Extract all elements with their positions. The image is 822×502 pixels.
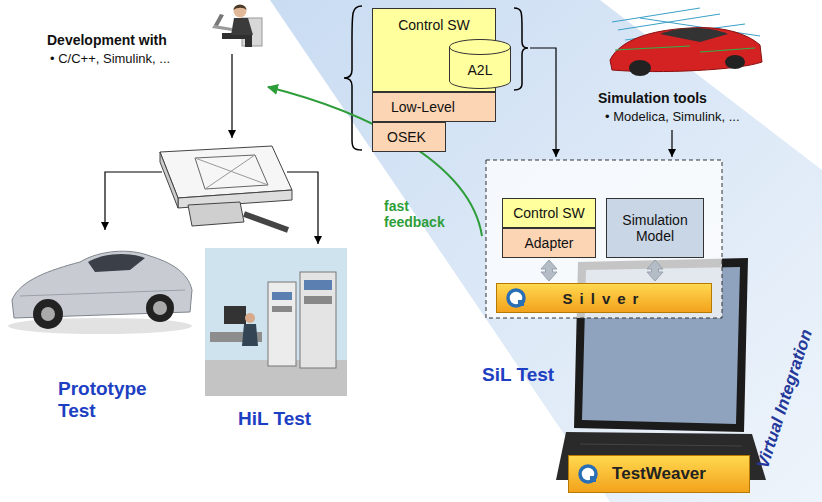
tool-bar: TestWeaver <box>568 455 750 493</box>
software-box: Control SW <box>502 198 596 228</box>
heading-text-holder: Simulation tools <box>598 90 707 106</box>
virtual-integration-frame <box>486 160 722 318</box>
heading-text: Development with <box>47 32 167 48</box>
logo-symbol <box>505 287 527 309</box>
heading-text-holder: Development with <box>47 32 167 48</box>
prototype-car-picture <box>8 251 192 334</box>
a2l-cylinder: A2L <box>449 39 511 89</box>
bracket <box>514 8 528 90</box>
node-text: TestWeaver <box>612 464 706 484</box>
test-label: SiL Test <box>482 364 554 386</box>
flow-arrow <box>287 172 318 244</box>
flow-arrow <box>231 54 232 138</box>
node-text: Control SW <box>398 17 470 33</box>
tool-bar: Silver <box>496 283 712 313</box>
simulation-car-picture <box>610 8 762 76</box>
bracket <box>344 6 362 150</box>
software-layer-box: OSEK <box>372 122 446 152</box>
developer-figure <box>212 5 262 48</box>
test-label: Prototype Test <box>58 378 168 422</box>
flow-arrow <box>530 48 556 157</box>
node-text: Low-Level <box>391 99 455 115</box>
background-band <box>270 0 822 502</box>
node-text: Simulation Model <box>613 212 697 244</box>
test-label: HiL Test <box>238 408 311 430</box>
double-arrow <box>647 260 663 281</box>
bullet-text: • C/C++, Simulink, ... <box>50 51 170 66</box>
node-text: Adapter <box>524 235 573 251</box>
test-label-holder: SiL Test <box>482 364 554 386</box>
test-label-holder: HiL Test <box>238 408 311 430</box>
bullet-text-holder: • Modelica, Simulink, ... <box>605 109 740 124</box>
bullet-text: • Modelica, Simulink, ... <box>605 109 740 124</box>
software-layer-box: Low-Level <box>372 92 496 122</box>
node-text: A2L <box>468 62 493 78</box>
flow-arrow <box>105 172 162 230</box>
heading-text: Simulation tools <box>598 90 707 106</box>
feedback-label: fast feedback <box>384 198 454 230</box>
logo-symbol <box>577 463 599 485</box>
node-text: OSEK <box>387 129 426 145</box>
model-box: Simulation Model <box>606 198 704 258</box>
node-text: Control SW <box>513 205 585 221</box>
double-arrow <box>541 260 557 281</box>
ecu-drawing <box>160 146 292 230</box>
bullet-text-holder: • C/C++, Simulink, ... <box>50 51 170 66</box>
hil-lab-photo <box>205 248 347 396</box>
flow-arrow <box>671 130 672 157</box>
adapter-box: Adapter <box>502 228 596 258</box>
test-label-holder: Prototype Test <box>58 378 168 422</box>
software-box: Control SW A2L <box>372 8 496 92</box>
node-text: Silver <box>563 290 646 307</box>
feedback-label-holder: fast feedback <box>384 198 454 230</box>
